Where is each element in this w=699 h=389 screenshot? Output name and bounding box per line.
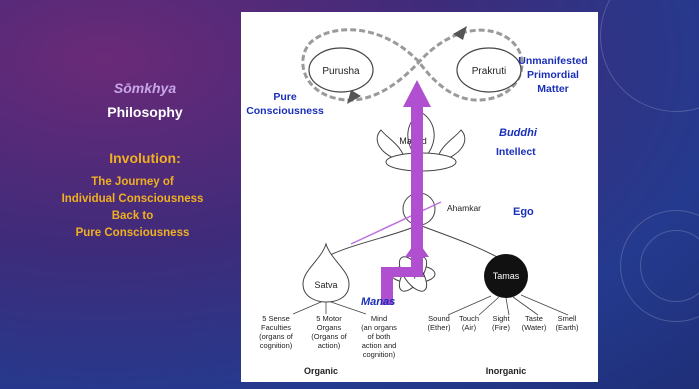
sight-label: Sight (492, 314, 510, 323)
organic-label: Organic (304, 366, 338, 376)
taste-sub: (Water) (522, 323, 547, 332)
subtitle-line: Pure Consciousness (25, 225, 240, 242)
samkhya-diagram: Purusha Prakruti Unmanifested Primordial… (241, 12, 598, 382)
satva-drop (303, 244, 349, 302)
taste-label: Taste (525, 314, 543, 323)
unmanifested-line: Unmanifested (518, 55, 587, 67)
inorganic-label: Inorganic (486, 366, 527, 376)
loop-arrow-head (453, 26, 467, 40)
title-philosophy: Philosophy (70, 104, 220, 120)
tamas-label: Tamas (493, 271, 520, 281)
motor-organs-line: (Organs of (311, 332, 347, 341)
unmanifested-line: Primordial (527, 69, 579, 81)
title-samkhya: Sōmkhya (70, 80, 220, 96)
motor-organs-line: Organs (317, 323, 342, 332)
purusha-label: Purusha (322, 66, 360, 77)
manas-label: Manas (361, 296, 395, 308)
prakruti-label: Prakruti (472, 66, 506, 77)
sense-faculties-line: (organs of (259, 332, 294, 341)
organic-items: 5 Sense Faculties (organs of cognition) … (259, 314, 397, 359)
unmanifested-line: Matter (537, 83, 569, 95)
smell-label: Smell (558, 314, 577, 323)
sound-label: Sound (428, 314, 450, 323)
sight-sub: (Fire) (492, 323, 510, 332)
ahamkar-label: Ahamkar (447, 203, 481, 213)
motor-organs-line: action) (318, 341, 341, 350)
sense-faculties-line: cognition) (260, 341, 293, 350)
subtitle-line: Back to (25, 208, 240, 225)
buddhi-label: Buddhi (499, 127, 538, 139)
touch-sub: (Air) (462, 323, 477, 332)
heading-involution: Involution: (70, 150, 220, 166)
ego-label: Ego (513, 206, 534, 218)
sense-faculties-line: 5 Sense (262, 314, 290, 323)
motor-organs-line: 5 Motor (316, 314, 342, 323)
mind-line: action and (362, 341, 397, 350)
subtitle: The Journey of Individual Consciousness … (25, 174, 240, 242)
touch-label: Touch (459, 314, 479, 323)
subtitle-line: The Journey of (25, 174, 240, 191)
mind-line: cognition) (363, 350, 396, 359)
satva-label: Satva (314, 280, 337, 290)
subtitle-line: Individual Consciousness (25, 191, 240, 208)
diagram-panel: Purusha Prakruti Unmanifested Primordial… (241, 12, 598, 382)
sound-sub: (Ether) (428, 323, 451, 332)
smell-sub: (Earth) (556, 323, 579, 332)
mind-line: (an organs (361, 323, 397, 332)
mind-line: of both (368, 332, 391, 341)
decorative-ring (600, 0, 699, 112)
mind-line: Mind (371, 314, 387, 323)
intellect-label: Intellect (496, 146, 536, 158)
inorganic-items: Sound (Ether) Touch (Air) Sight (Fire) T… (428, 314, 579, 332)
sense-faculties-line: Faculties (261, 323, 291, 332)
pure-consciousness-line: Pure (273, 91, 297, 103)
loop-arrow-head (347, 90, 361, 104)
pure-consciousness-line: Consciousness (246, 105, 324, 117)
